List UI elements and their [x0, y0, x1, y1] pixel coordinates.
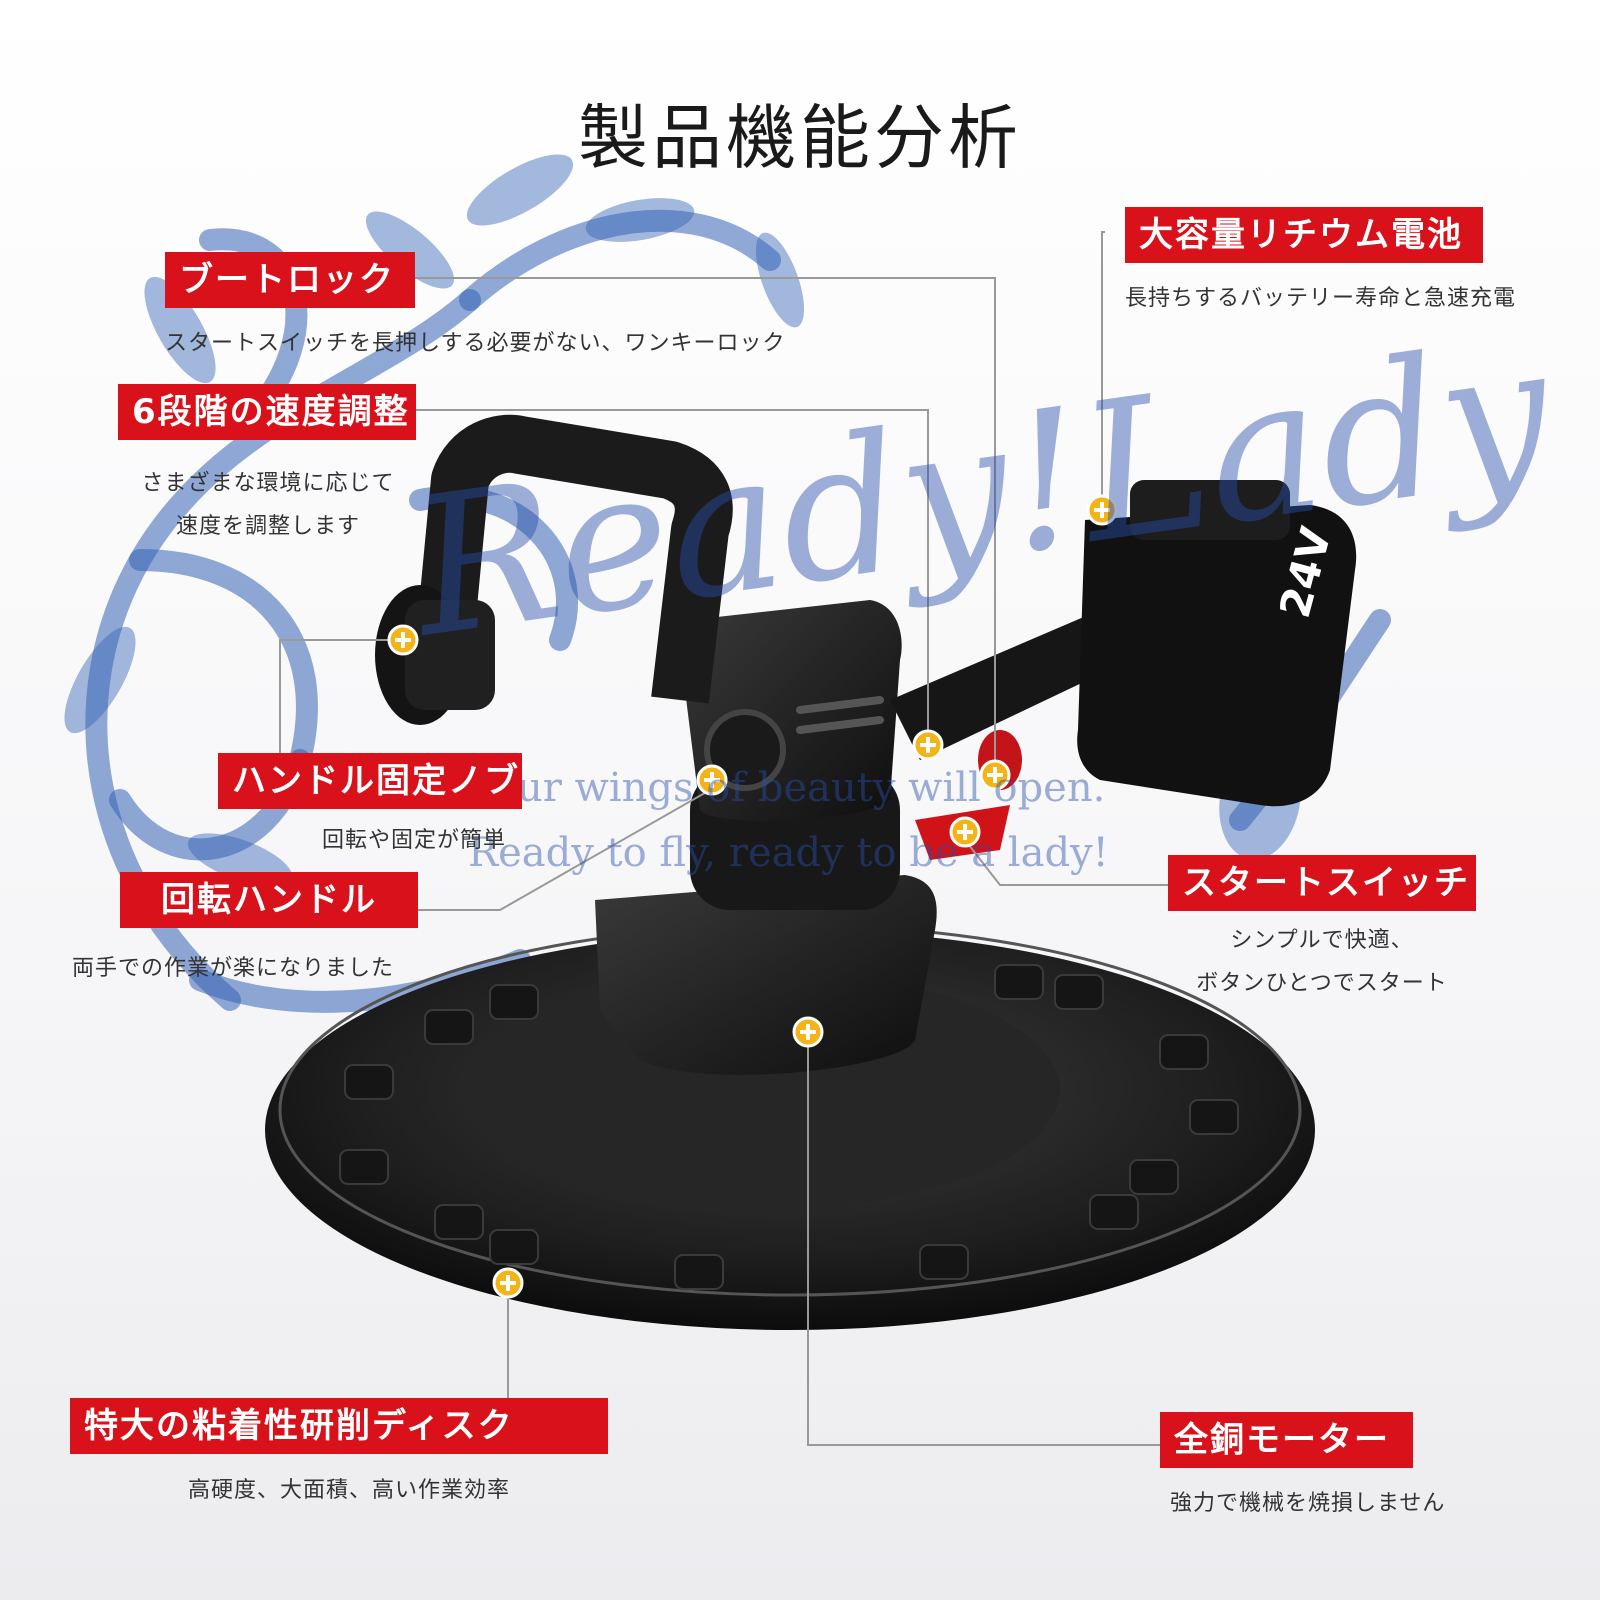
feature-label-rotating-handle: 回転ハンドル	[120, 872, 418, 928]
watermark-line-2: Ready to fly, ready to be a lady!	[468, 830, 1109, 876]
feature-label-motor: 全銅モーター	[1160, 1412, 1413, 1468]
feature-desc-auto-lock: スタートスイッチを長押しする必要がない、ワンキーロック	[165, 331, 786, 356]
feature-desc-battery: 長持ちするバッテリー寿命と急速充電	[1125, 286, 1517, 311]
feature-label-auto-lock: ブートロック	[165, 252, 415, 308]
feature-desc-speed-2: 速度を調整します	[175, 514, 360, 539]
feature-label-handle-knob: ハンドル固定ノブ	[218, 753, 522, 809]
feature-desc-switch-1: シンプルで快適、	[1230, 928, 1414, 953]
feature-label-disc: 特大の粘着性研削ディスク	[70, 1398, 608, 1454]
feature-desc-disc: 高硬度、大面積、高い作業効率	[188, 1478, 511, 1503]
feature-desc-switch-2: ボタンひとつでスタート	[1196, 971, 1448, 996]
feature-label-switch: スタートスイッチ	[1168, 855, 1476, 911]
feature-desc-handle-knob: 回転や固定が簡単	[322, 828, 507, 853]
feature-desc-rotating-handle: 両手での作業が楽になりました	[72, 956, 395, 981]
feature-desc-speed-1: さまざまな環境に応じて	[141, 471, 395, 496]
feature-label-speed: 6段階の速度調整	[118, 384, 416, 440]
feature-desc-motor: 強力で機械を焼損しません	[1170, 1491, 1446, 1516]
feature-label-battery: 大容量リチウム電池	[1125, 207, 1483, 263]
page-title: 製品機能分析	[578, 97, 1022, 179]
watermark-line-1: Your wings of beauty will open.	[470, 765, 1106, 811]
